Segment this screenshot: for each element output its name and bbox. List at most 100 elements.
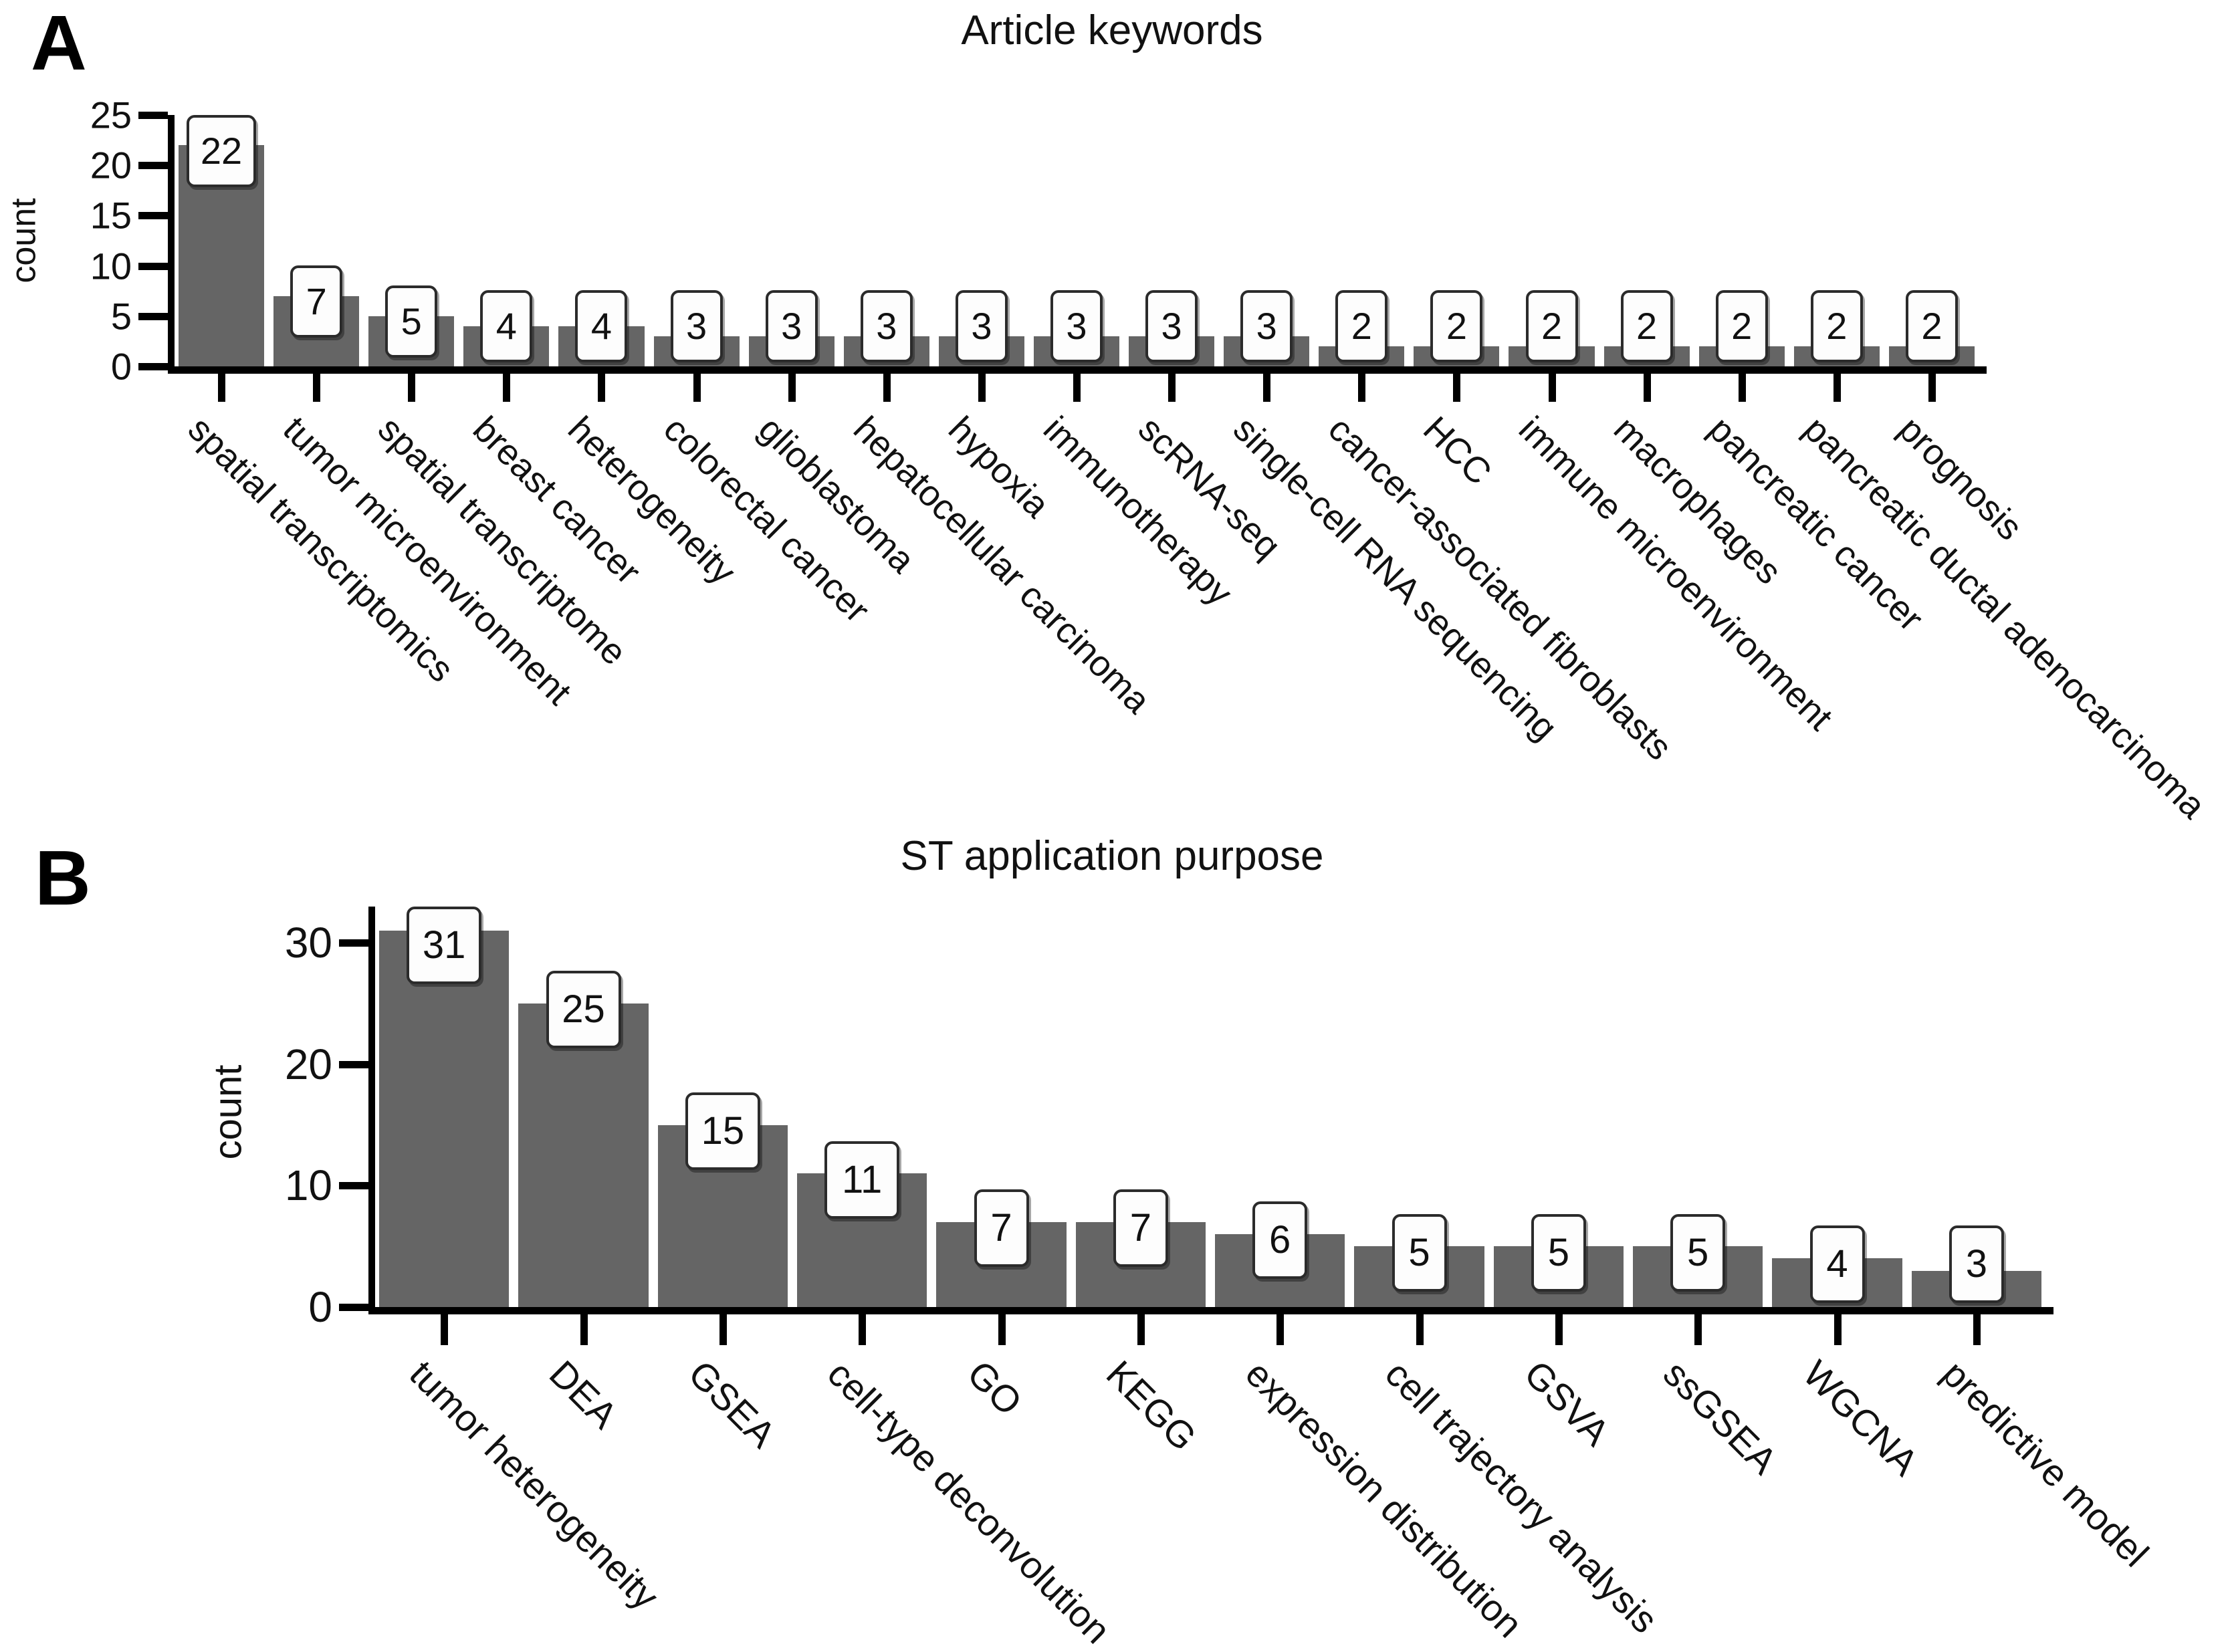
x-tick	[441, 1314, 449, 1345]
x-tick-label: GO	[959, 1352, 1030, 1423]
x-tick	[1168, 374, 1176, 402]
y-tick-label-0: 0	[110, 345, 132, 388]
x-tick	[1416, 1314, 1424, 1345]
y-tick-label-25: 25	[90, 94, 132, 136]
bar-value-label: 2	[1430, 290, 1483, 362]
x-tick	[1833, 1314, 1842, 1345]
bar-value-label: 5	[1531, 1213, 1586, 1292]
x-tick	[1358, 374, 1366, 402]
bar-value-label: 2	[1715, 290, 1768, 362]
bar-value-label: 3	[765, 290, 818, 362]
x-tick	[503, 374, 511, 402]
x-tick	[1073, 374, 1081, 402]
x-axis-line-b	[368, 1307, 2053, 1314]
bar-value-label: 31	[407, 907, 482, 984]
y-tick-0	[339, 1304, 368, 1311]
x-tick	[1555, 1314, 1563, 1345]
bar-value-label: 4	[575, 290, 628, 362]
x-tick	[313, 374, 321, 402]
y-axis-line-b	[368, 907, 375, 1314]
bar[interactable]	[379, 931, 510, 1307]
y-axis-line-a	[168, 115, 175, 373]
x-tick	[598, 374, 606, 402]
panel-b-title: ST application purpose	[900, 833, 1324, 879]
y-tick-20	[138, 162, 168, 170]
bar-value-label: 7	[1113, 1189, 1168, 1268]
x-tick	[693, 374, 701, 402]
x-tick-label: DEA	[541, 1352, 626, 1437]
bar-value-label: 7	[974, 1189, 1029, 1268]
x-tick-label: pancreatic ductal adenocarcinoma	[1795, 408, 2213, 826]
y-tick-label-5: 5	[110, 295, 132, 338]
x-tick-label: GSVA	[1516, 1352, 1618, 1454]
x-tick	[1137, 1314, 1145, 1345]
bar-value-label: 4	[480, 290, 533, 362]
x-tick	[408, 374, 416, 402]
bar-value-label: 11	[824, 1141, 900, 1219]
bar-value-label: 2	[1335, 290, 1388, 362]
y-tick-label-10: 10	[284, 1161, 332, 1210]
x-tick-label: heterogeneity	[560, 408, 744, 592]
bar-value-label: 3	[955, 290, 1008, 362]
bar-value-label: 3	[1145, 290, 1198, 362]
x-tick	[1738, 374, 1746, 402]
x-tick	[788, 374, 796, 402]
panel-b-letter: B	[35, 834, 91, 921]
x-tick	[1263, 374, 1271, 402]
bar-value-label: 5	[1670, 1213, 1726, 1292]
panel-a-title: Article keywords	[961, 7, 1263, 53]
x-tick	[1453, 374, 1461, 402]
x-tick-label: macrophages	[1605, 408, 1789, 592]
x-tick-label: cancer-associated fibroblasts	[1321, 408, 1680, 768]
x-tick-label: KEGG	[1098, 1352, 1205, 1459]
bar-value-label: 2	[1525, 290, 1578, 362]
bar-value-label: 3	[1050, 290, 1103, 362]
bar-value-label: 6	[1252, 1201, 1308, 1280]
bar-value-label: 3	[1949, 1225, 2004, 1303]
x-tick	[719, 1314, 727, 1345]
y-tick-label-15: 15	[90, 194, 132, 237]
x-tick	[1973, 1314, 1981, 1345]
bar-value-label: 2	[1620, 290, 1673, 362]
x-tick	[859, 1314, 867, 1345]
bar-value-label: 7	[290, 265, 343, 338]
x-tick	[1643, 374, 1651, 402]
x-tick-label: cell-type deconvolution	[819, 1352, 1119, 1652]
x-tick	[1833, 374, 1841, 402]
bar-value-label: 5	[1392, 1213, 1447, 1292]
y-tick-label-30: 30	[284, 919, 332, 967]
y-tick-25	[138, 112, 168, 119]
bar-value-label: 22	[187, 115, 257, 187]
bar-value-label: 3	[860, 290, 913, 362]
y-tick-label-0: 0	[308, 1283, 332, 1331]
bar-value-label: 4	[1809, 1225, 1865, 1303]
bar-value-label: 2	[1905, 290, 1958, 362]
x-tick-label: ssGSEA	[1655, 1352, 1786, 1482]
panel-a-letter: A	[31, 0, 87, 86]
y-tick-label-10: 10	[90, 245, 132, 287]
y-tick-10	[138, 262, 168, 270]
y-tick-30	[339, 939, 368, 947]
y-tick-label-20: 20	[90, 144, 132, 187]
x-tick	[883, 374, 891, 402]
x-tick-label: predictive model	[1934, 1352, 2157, 1575]
x-tick-label: HCC	[1416, 408, 1500, 493]
y-tick-15	[138, 212, 168, 220]
y-tick-label-20: 20	[284, 1040, 332, 1088]
bar[interactable]	[518, 1004, 649, 1307]
x-tick-label: cell trajectory analysis	[1377, 1352, 1666, 1641]
bar-value-label: 5	[385, 285, 438, 358]
x-tick	[978, 374, 986, 402]
bar-value-label: 3	[1240, 290, 1293, 362]
bar-value-label: 25	[546, 971, 621, 1049]
bar-value-label: 3	[670, 290, 723, 362]
x-tick	[998, 1314, 1006, 1345]
x-tick-label: tumor heterogeneity	[401, 1352, 667, 1618]
y-tick-5	[138, 312, 168, 320]
x-tick	[1694, 1314, 1702, 1345]
